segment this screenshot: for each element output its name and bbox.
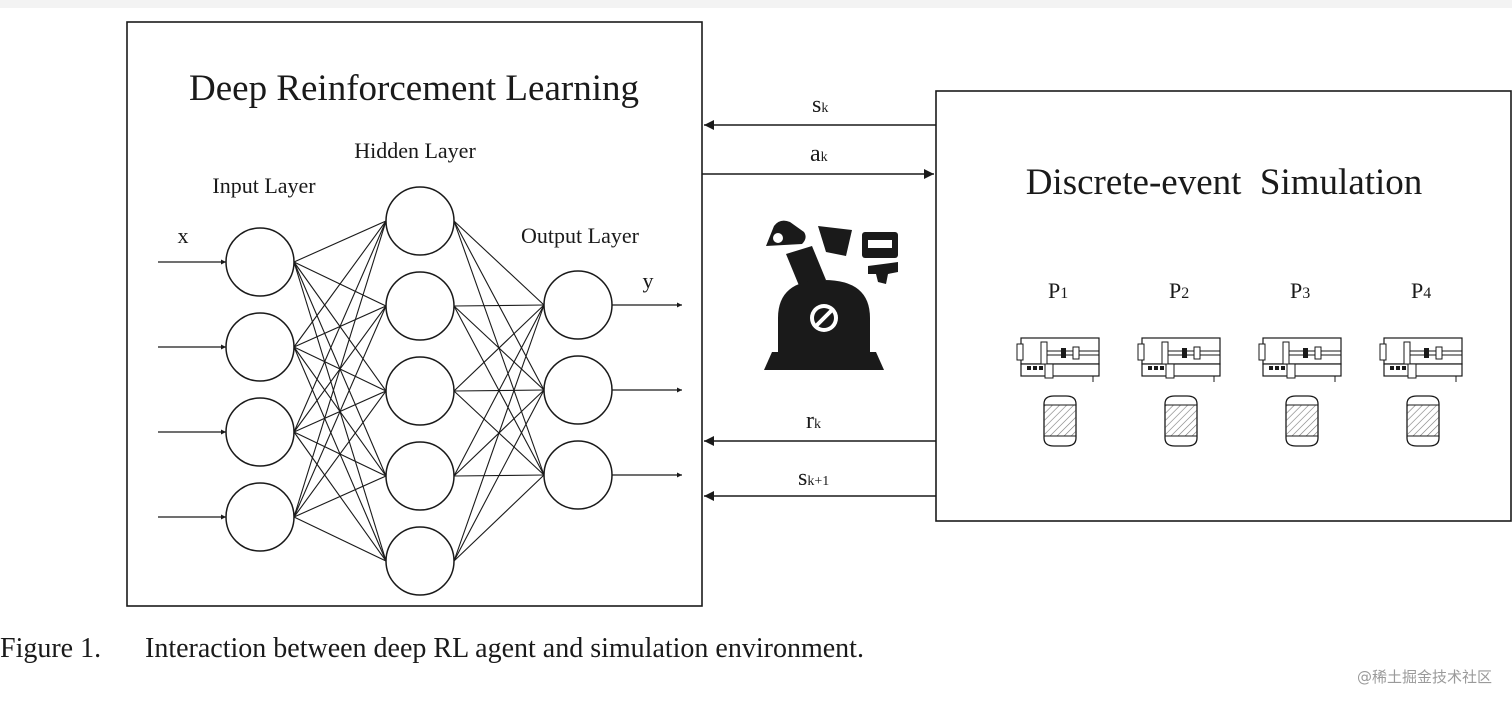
hidden-node	[385, 356, 455, 426]
machine-label: P1	[1048, 278, 1068, 303]
network-edge	[293, 475, 387, 518]
figure-number: Figure 1.	[0, 633, 102, 664]
hidden-node	[385, 271, 455, 341]
agent-title: Deep Reinforcement Learning	[189, 68, 639, 109]
environment-title: Discrete-event Simulation	[1026, 162, 1423, 203]
network-edge	[453, 220, 545, 306]
buffer-tank-icon	[1043, 395, 1077, 447]
machine-tool-icon	[1137, 337, 1221, 383]
agent-box	[126, 21, 703, 607]
output-variable: y	[643, 268, 654, 293]
machine-station: P2	[1137, 278, 1221, 447]
network-edge	[293, 220, 387, 518]
state-label: sk	[812, 92, 828, 118]
machine-label: P3	[1290, 278, 1310, 303]
buffer-tank-icon	[1164, 395, 1198, 447]
output-node	[543, 270, 613, 340]
reward-label: rk	[806, 408, 821, 434]
output-node	[543, 355, 613, 425]
input-node	[225, 397, 295, 467]
network-edge	[293, 516, 387, 562]
buffer-tank-icon	[1285, 395, 1319, 447]
figure-caption: Figure 1. Interaction between deep RL age…	[0, 633, 864, 665]
network-io-arrows	[158, 259, 682, 520]
hidden-node	[385, 526, 455, 596]
machine-label: P2	[1169, 278, 1189, 303]
input-node	[225, 227, 295, 297]
machines-group: P1 P2 P3 P4	[1016, 278, 1463, 447]
network-edge	[453, 474, 545, 562]
machine-station: P3	[1258, 278, 1342, 447]
buffer-tank-icon	[1406, 395, 1440, 447]
network-edge	[293, 220, 387, 263]
machine-station: P4	[1379, 278, 1463, 447]
machine-tool-icon	[1016, 337, 1100, 383]
hidden-node	[385, 186, 455, 256]
input-variable: x	[178, 223, 189, 248]
machine-station: P1	[1016, 278, 1100, 447]
input-layer-label: Input Layer	[212, 173, 316, 198]
input-node	[225, 312, 295, 382]
figure-caption-text: Interaction between deep RL agent and si…	[145, 633, 864, 664]
network-nodes	[225, 186, 613, 596]
hidden-layer-label: Hidden Layer	[354, 138, 476, 163]
machine-label: P4	[1411, 278, 1431, 303]
network-edge	[453, 304, 545, 307]
network-edge	[453, 304, 545, 477]
network-edge	[453, 304, 545, 392]
hidden-node	[385, 441, 455, 511]
network-connections	[293, 220, 545, 562]
network-edge	[453, 304, 545, 562]
robot-arm-icon	[764, 220, 898, 370]
next-state-label: sk+1	[798, 465, 829, 491]
action-label: ak	[810, 141, 828, 167]
output-layer-label: Output Layer	[521, 223, 640, 248]
network-edge	[293, 220, 387, 433]
top-bar	[0, 0, 1512, 8]
network-edge	[453, 389, 545, 562]
network-edge	[293, 305, 387, 518]
watermark: @稀土掘金技术社区	[1356, 668, 1492, 686]
output-node	[543, 440, 613, 510]
environment-box	[935, 90, 1512, 522]
machine-tool-icon	[1379, 337, 1463, 383]
input-node	[225, 482, 295, 552]
network-edge	[293, 220, 387, 348]
network-edge	[293, 390, 387, 518]
machine-tool-icon	[1258, 337, 1342, 383]
